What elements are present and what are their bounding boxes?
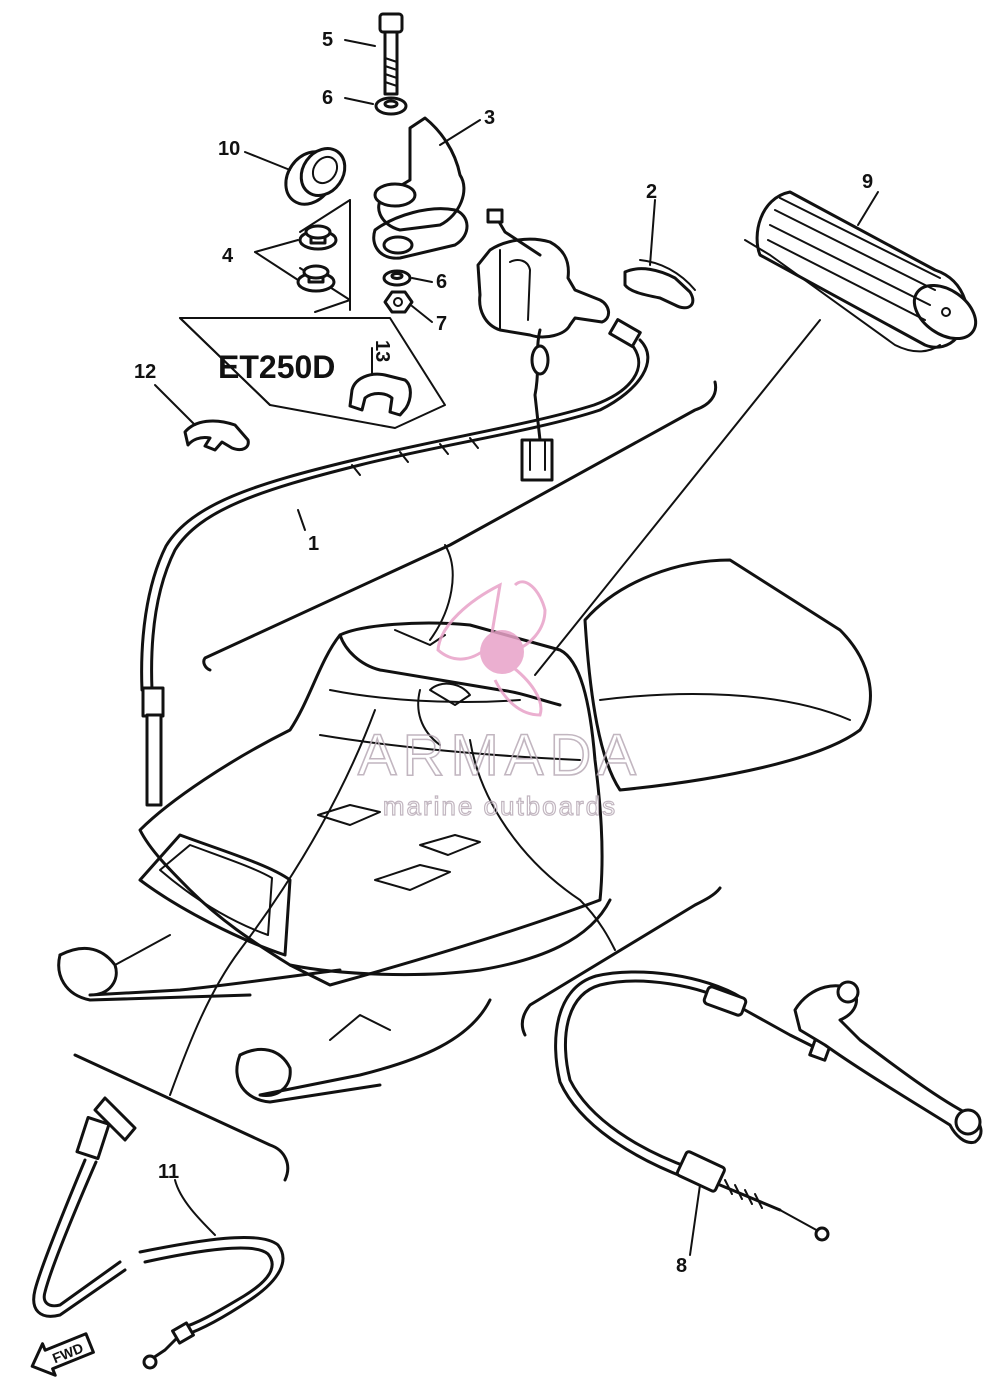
part-8-brake-cable [554,970,832,1242]
callout-9: 9 [862,171,873,193]
routing-lines [73,319,821,1182]
watermark: ARMADA marine outboards [357,580,642,822]
callout-8: 8 [676,1255,687,1277]
forward-arrow-icon: FWD [30,1332,95,1377]
watermark-brand: ARMADA [358,723,642,788]
et250d-frame [179,317,446,429]
callout-3: 3 [484,107,495,129]
part-13-clamp [348,372,412,417]
brake-lever [793,980,983,1145]
switch-housing [476,208,610,482]
throttle-cable [140,318,650,807]
callout-6-top: 6 [322,87,333,109]
part-7-nut [383,290,414,314]
propeller-logo-icon [436,580,547,717]
callout-11: 11 [158,1161,179,1183]
part-9-grip [744,190,978,353]
callout-7: 7 [436,313,447,335]
watermark-tagline: marine outboards [383,791,617,821]
part-6-washer-lower [382,269,412,287]
part-4-grommets [296,224,338,293]
callout-leaders [154,39,879,1256]
callout-2: 2 [646,181,657,203]
callout-5: 5 [322,29,333,51]
part-5-bolt [378,12,404,96]
callout-1: 1 [308,533,319,555]
part-11-choke-cable [32,1096,285,1370]
snowmobile-body [57,558,872,1104]
callout-13: 13 [371,340,393,362]
part-2-clip [623,259,696,310]
callout-4: 4 [222,245,234,267]
part-6-washer-top [374,96,408,116]
callout-6-lower: 6 [436,271,447,293]
callout-10: 10 [218,138,240,160]
callout-12: 12 [134,361,156,383]
part-12-clip [183,419,250,452]
part-10-ring [284,147,347,206]
model-label: ET250D [218,349,335,385]
